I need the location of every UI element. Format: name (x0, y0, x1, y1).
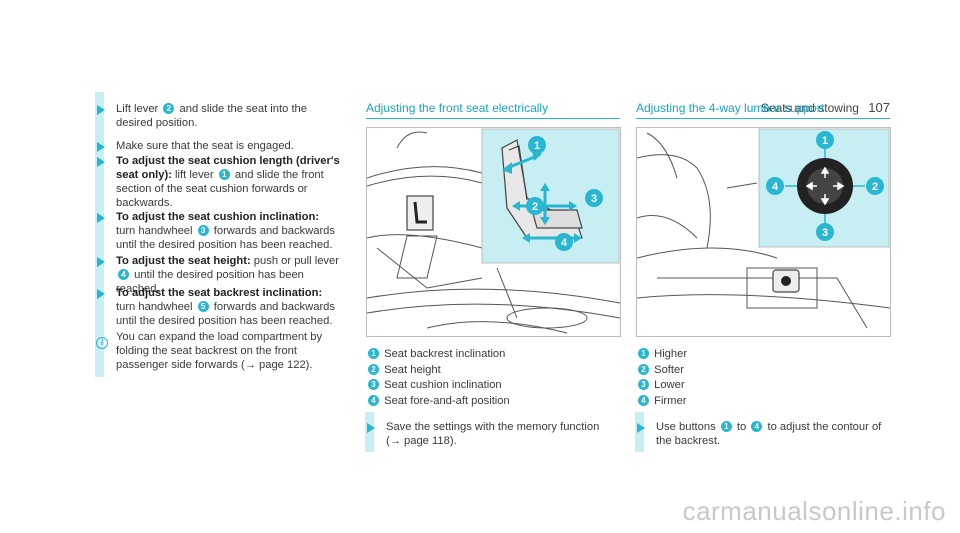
step-4: To adjust the seat cushion inclination: … (116, 211, 335, 251)
callout-1: 1 (534, 140, 540, 152)
step-arrow-icon (97, 213, 105, 223)
memory-step: Save the settings with the memory functi… (386, 421, 600, 447)
legend-item: 2 Seat height (366, 363, 510, 379)
step-6: To adjust the seat backrest inclination:… (116, 287, 335, 327)
callout-3: 3 (591, 193, 597, 205)
legend-item: 1 Seat backrest inclination (366, 347, 510, 363)
lumbar-switch-icon (772, 269, 800, 293)
page-header: Seats and stowing 107 (761, 100, 890, 115)
lumbar-step: Use buttons 1 to 4 to adjust the contour… (656, 421, 882, 447)
lumbar-illustration: 1 2 3 4 (636, 127, 891, 337)
step-2: Make sure that the seat is engaged. (116, 140, 294, 152)
front-seat-illustration: 1 2 3 4 (366, 127, 621, 337)
step-1: Lift lever 2 and slide the seat into the… (116, 103, 308, 129)
step-arrow-icon (637, 423, 645, 433)
callout-4: 4 (772, 181, 779, 193)
callout-4: 4 (561, 237, 568, 249)
legend-item: 4 Firmer (636, 394, 687, 410)
front-seat-title: Adjusting the front seat electrically (366, 101, 549, 115)
title-underline (636, 118, 890, 119)
seat-switch-icon (406, 195, 434, 231)
step-arrow-icon (97, 289, 105, 299)
legend-item: 4 Seat fore-and-aft position (366, 394, 510, 410)
legend-item: 3 Seat cushion inclination (366, 378, 510, 394)
front-seat-drawing: 1 2 3 4 (367, 128, 620, 334)
step-5: To adjust the seat height: push or pull … (116, 255, 339, 295)
step-arrow-icon (97, 157, 105, 167)
legend-item: 1 Higher (636, 347, 687, 363)
legend-item: 3 Lower (636, 378, 687, 394)
step-3: To adjust the seat cushion length (drive… (116, 155, 340, 209)
callout-3: 3 (822, 227, 828, 239)
title-underline (366, 118, 620, 119)
step-arrow-icon (97, 257, 105, 267)
note-text: You can expand the load compartment by f… (116, 331, 323, 371)
lumbar-title: Adjusting the 4-way lumbar support (636, 101, 825, 115)
step-arrow-icon (367, 423, 375, 433)
info-icon: i (96, 332, 108, 350)
callout-2: 2 (872, 181, 878, 193)
callout-1: 1 (822, 135, 828, 147)
section-name: Seats and stowing (760, 101, 859, 115)
step-arrow-icon (97, 142, 105, 152)
step-arrow-icon (97, 105, 105, 115)
lumbar-drawing: 1 2 3 4 (637, 128, 890, 329)
front-seat-legend: 1 Seat backrest inclination 2 Seat heigh… (366, 347, 510, 409)
legend-item: 2 Softer (636, 363, 687, 379)
left-highlight-bar (95, 92, 104, 377)
lumbar-legend: 1 Higher 2 Softer 3 Lower 4 Firmer (636, 347, 687, 409)
callout-2: 2 (532, 201, 538, 213)
page-number: 107 (868, 100, 890, 115)
watermark: carmanualsonline.info (682, 496, 946, 526)
